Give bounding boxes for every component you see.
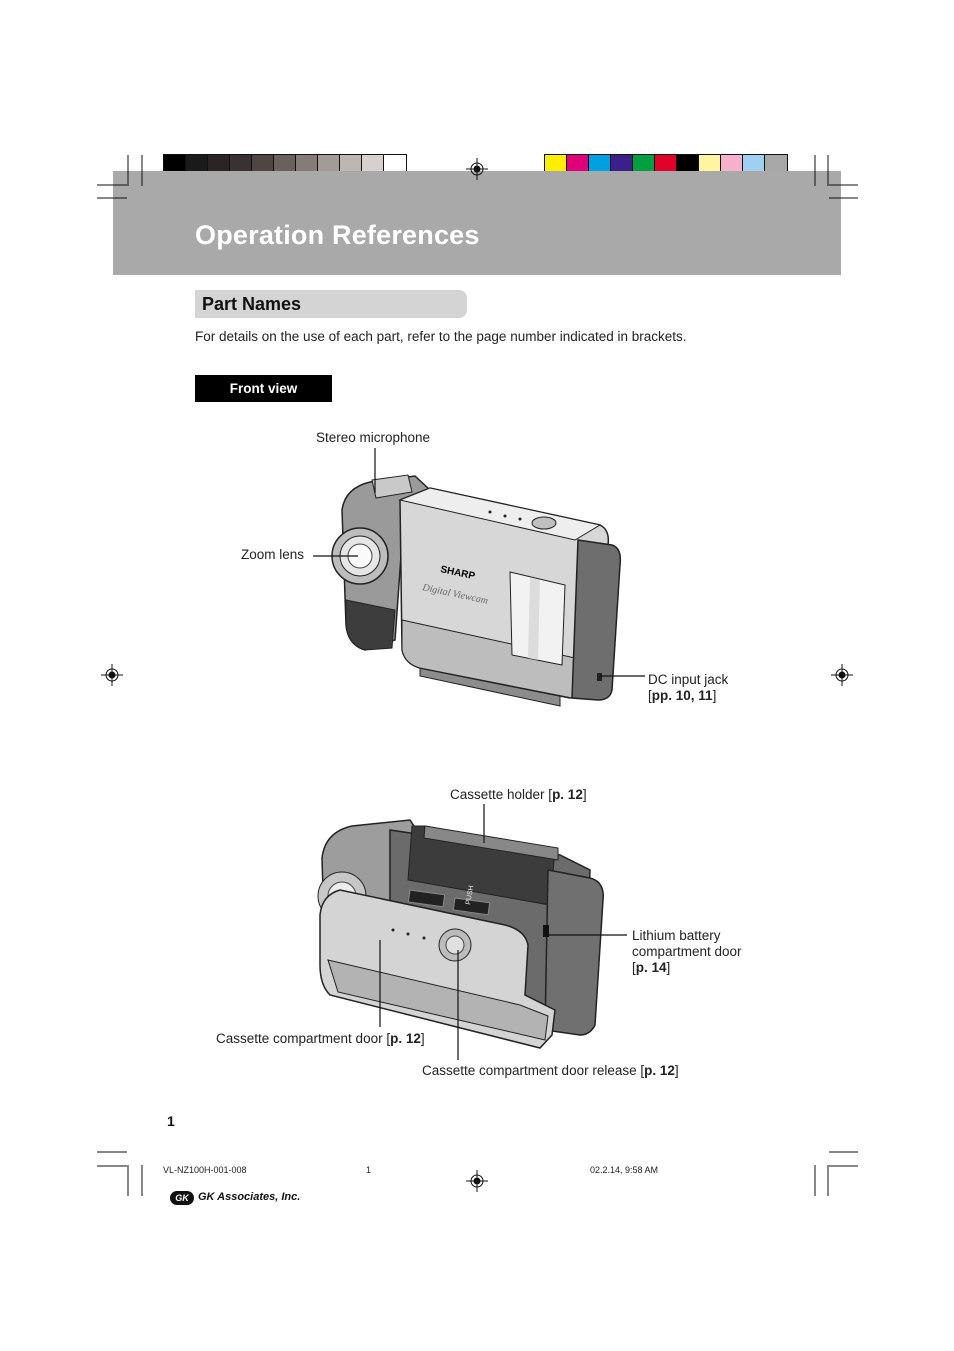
registration-mark-bottom: [466, 1170, 488, 1192]
registration-mark-left: [101, 664, 123, 686]
dc-input-jack-ref-open: [: [648, 688, 652, 703]
page-number: 1: [167, 1113, 175, 1129]
company-name: GK Associates, Inc.: [198, 1191, 301, 1203]
dc-input-jack-ref-close: ]: [712, 688, 717, 703]
section-heading-background: [195, 290, 467, 318]
cassette-holder-ref: p. 12: [552, 787, 583, 802]
door-release-ref: p. 12: [644, 1063, 675, 1078]
door-release-close: ]: [674, 1063, 679, 1078]
section-title: Part Names: [202, 294, 302, 314]
cassette-door-text: Cassette compartment door [: [216, 1031, 391, 1046]
footer-timestamp: 02.2.14, 9:58 AM: [590, 1165, 659, 1175]
footer-file-name: VL-NZ100H-001-008: [163, 1165, 247, 1175]
dc-input-jack-label: DC input jack [pp. 10, 11]: [648, 672, 728, 704]
front-view-tab: Front view: [195, 375, 332, 402]
dc-input-jack-line1: DC input jack: [648, 672, 729, 687]
front-leader-lines: [313, 448, 645, 677]
lithium-battery-line2: compartment door: [632, 944, 742, 959]
door-release-text: Cassette compartment door release [: [422, 1063, 645, 1078]
camcorder-front-illustration: [331, 474, 622, 707]
door-release-label: Cassette compartment door release [p. 12…: [422, 1063, 679, 1079]
cassette-door-close: ]: [420, 1031, 425, 1046]
lithium-battery-line1: Lithium battery: [632, 928, 721, 943]
lithium-battery-ref-close: ]: [666, 960, 671, 975]
registration-mark-right: [831, 664, 853, 686]
cassette-door-ref: p. 12: [390, 1031, 421, 1046]
dc-input-jack-ref: pp. 10, 11: [651, 688, 713, 703]
header-band: [113, 171, 841, 275]
cassette-holder-close: ]: [582, 787, 587, 802]
open-leader-lines: [379, 804, 627, 1060]
registration-mark-top: [466, 158, 488, 180]
cassette-holder-label: Cassette holder [p. 12]: [450, 787, 587, 803]
footer-sheet-number: 1: [366, 1165, 372, 1175]
lithium-battery-ref: p. 14: [635, 960, 667, 975]
gk-logo-letters: GK: [175, 1193, 189, 1203]
cassette-door-label: Cassette compartment door [p. 12]: [216, 1031, 425, 1047]
lithium-battery-label: Lithium battery compartment door [p. 14]: [632, 928, 742, 976]
camcorder-open-illustration: [317, 819, 604, 1049]
intro-text: For details on the use of each part, ref…: [195, 329, 687, 344]
gk-logo: GK: [170, 1191, 194, 1205]
push-label: PUSH: [465, 885, 475, 905]
zoom-lens-label: Zoom lens: [241, 547, 305, 562]
stereo-microphone-label: Stereo microphone: [316, 430, 431, 445]
crop-marks: [97, 155, 858, 1196]
cassette-holder-text: Cassette holder [: [450, 787, 553, 802]
page-title: Operation References: [195, 220, 480, 250]
lithium-battery-ref-open: [: [632, 960, 636, 975]
